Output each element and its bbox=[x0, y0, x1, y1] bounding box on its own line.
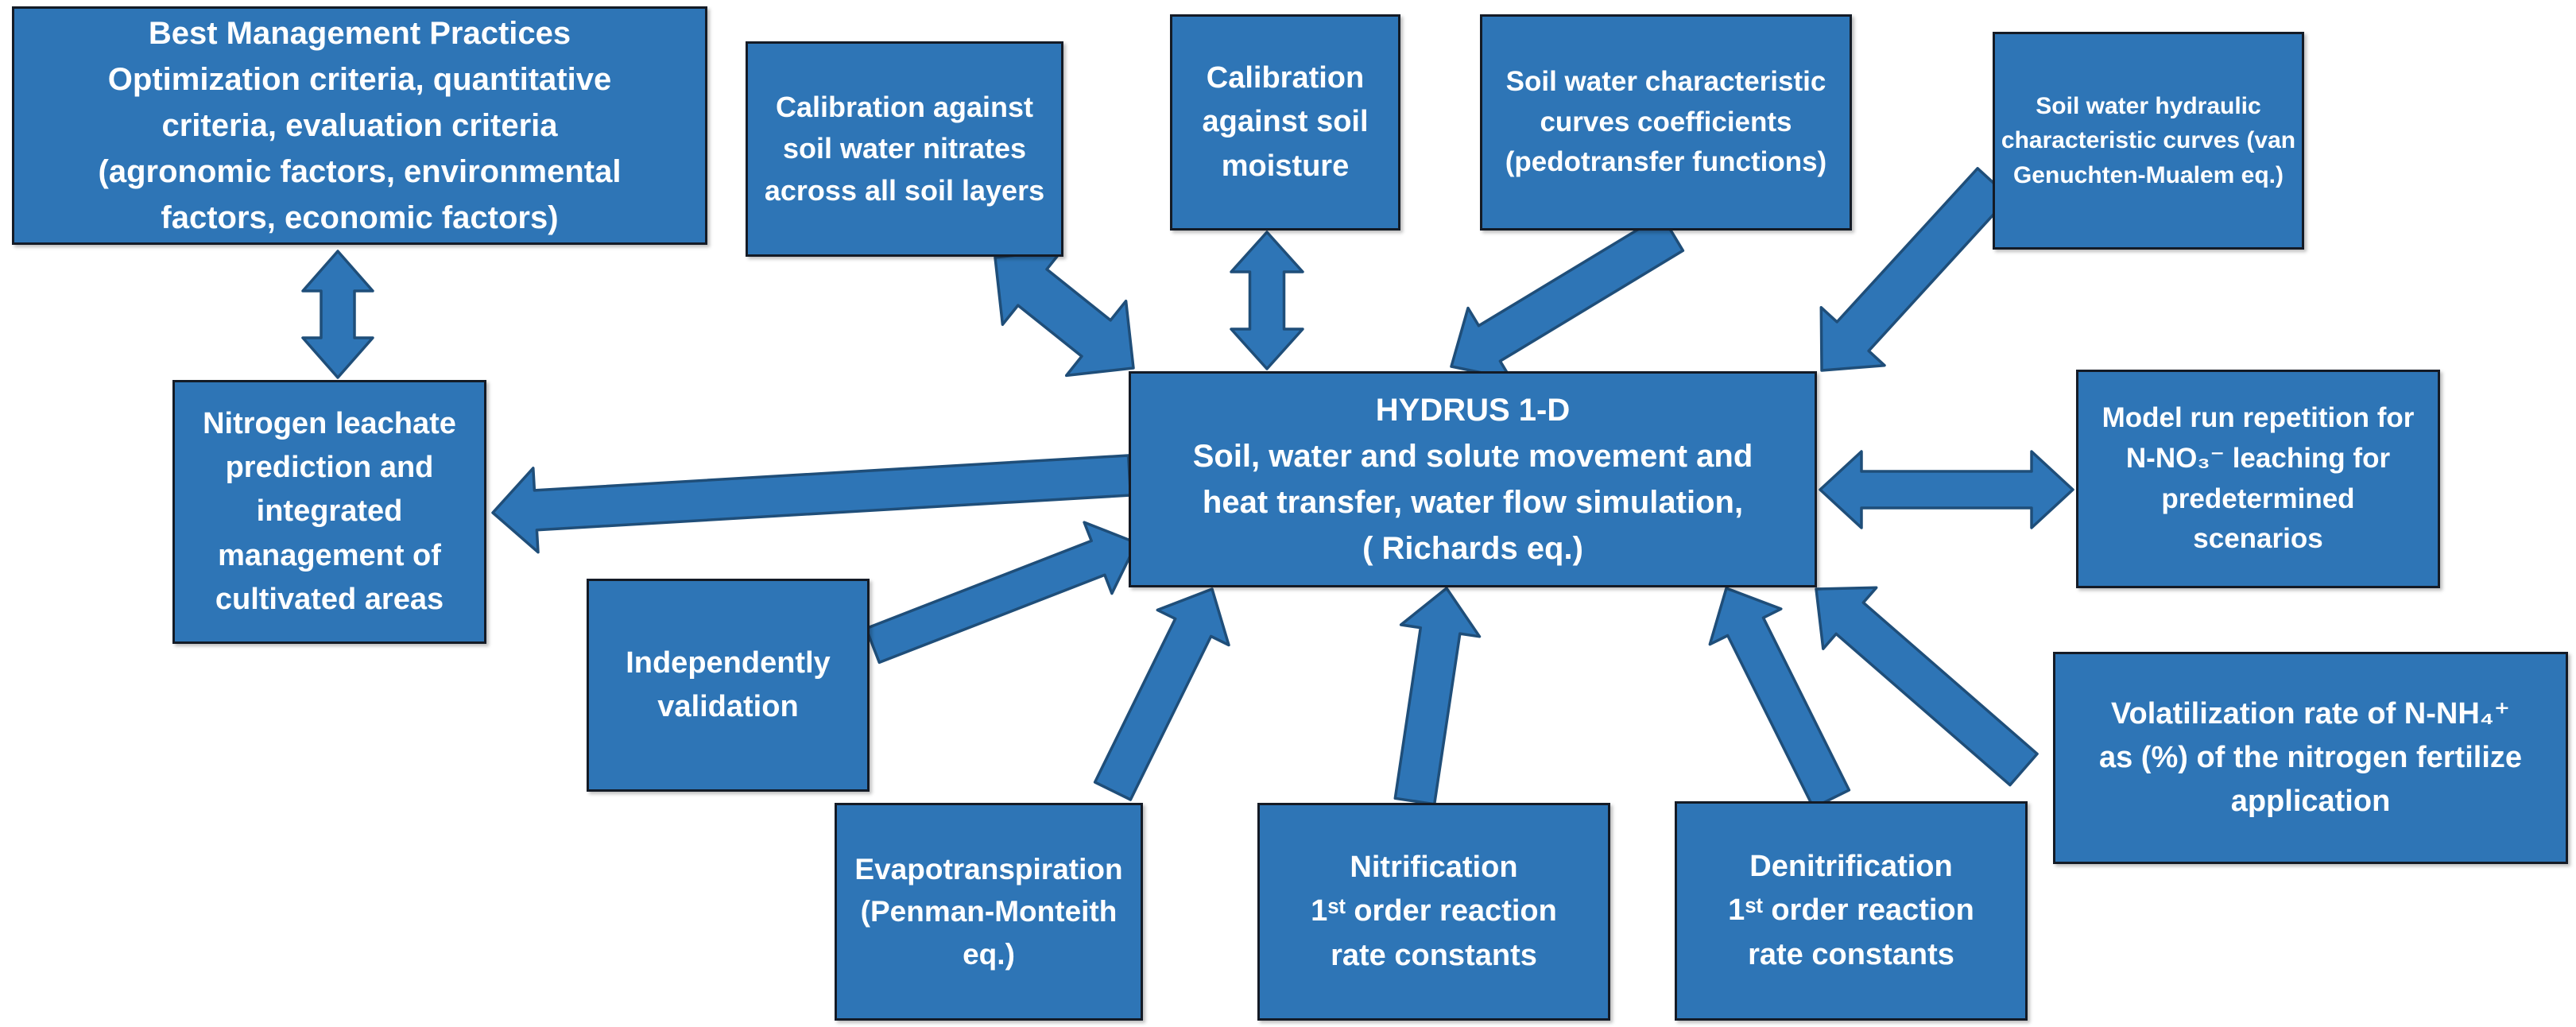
edge-volatilization-hydrus bbox=[1815, 586, 2039, 787]
node-hydrus-1d: HYDRUS 1-D Soil, water and solute moveme… bbox=[1129, 371, 1817, 587]
edge-denitrification-hydrus bbox=[1708, 587, 1851, 809]
edge-nitrates-hydrus bbox=[994, 248, 1135, 378]
node-soil-water-hydraulic-curves: Soil water hydraulic characteristic curv… bbox=[1993, 32, 2304, 250]
edge-hydrus-leachate bbox=[491, 454, 1133, 554]
node-evapotranspiration: Evapotranspiration (Penman-Monteith eq.) bbox=[835, 803, 1143, 1021]
node-independently-validation: Independently validation bbox=[587, 579, 870, 792]
node-nitrogen-leachate-prediction: Nitrogen leachate prediction and integra… bbox=[172, 380, 486, 644]
node-model-run-repetition: Model run repetition for N-NO₃⁻ leaching… bbox=[2076, 370, 2440, 588]
node-soil-water-characteristic-curves: Soil water characteristic curves coeffic… bbox=[1480, 14, 1852, 231]
node-nitrification-rate-constants: Nitrification 1ˢᵗ order reaction rate co… bbox=[1257, 803, 1610, 1021]
edge-hydrus-modelrun bbox=[1819, 450, 2074, 529]
edge-evapo-hydrus bbox=[1093, 587, 1230, 801]
edge-bmp-leachate bbox=[301, 250, 374, 379]
node-best-management-practices: Best Management Practices Optimization c… bbox=[12, 6, 707, 245]
node-calibration-soil-moisture: Calibration against soil moisture bbox=[1170, 14, 1400, 231]
node-denitrification-rate-constants: Denitrification 1ˢᵗ order reaction rate … bbox=[1675, 801, 2028, 1021]
edge-moisture-hydrus bbox=[1230, 231, 1304, 370]
edge-validation-hydrus bbox=[864, 521, 1138, 665]
edge-pedotransfer-hydrus bbox=[1450, 213, 1685, 381]
node-volatilization-rate: Volatilization rate of N-NH₄⁺ as (%) of … bbox=[2053, 652, 2568, 864]
node-calibration-soil-water-nitrates: Calibration against soil water nitrates … bbox=[746, 41, 1063, 257]
edge-nitrification-hydrus bbox=[1393, 587, 1482, 806]
